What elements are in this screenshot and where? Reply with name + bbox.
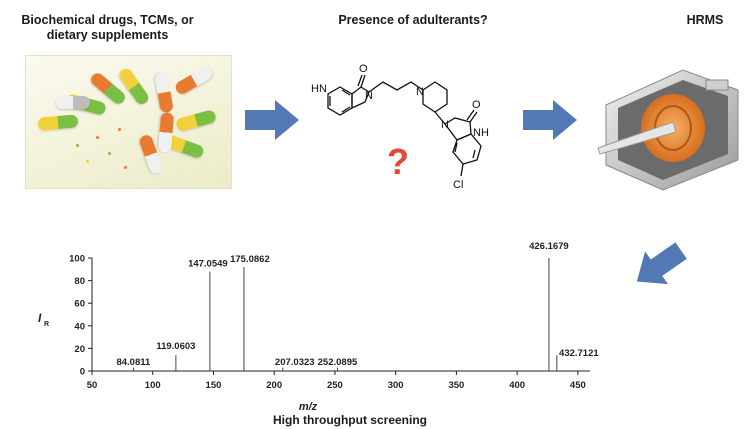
right-arrow-icon xyxy=(523,100,577,140)
atom-label: N xyxy=(441,119,449,131)
y-tick-label: 60 xyxy=(74,299,85,310)
x-tick-label: 200 xyxy=(266,380,282,391)
atom-label: N xyxy=(416,86,424,98)
capsule xyxy=(173,64,215,97)
peak-label: 119.0603 xyxy=(156,341,195,352)
question-title: Presence of adulterants? xyxy=(338,13,488,27)
x-tick-label: 350 xyxy=(448,380,464,391)
x-tick-label: 400 xyxy=(509,380,525,391)
peak-label: 147.0549 xyxy=(188,259,228,270)
peak-label: 175.0862 xyxy=(230,254,270,265)
atom-label: N xyxy=(365,90,373,102)
x-tick-label: 300 xyxy=(388,380,404,391)
y-tick-label: 100 xyxy=(69,254,85,265)
y-tick-label: 20 xyxy=(74,344,85,355)
instrument-title: HRMS xyxy=(686,13,724,27)
x-axis-label: m/z xyxy=(299,401,318,412)
x-tick-label: 50 xyxy=(87,380,98,391)
sources-title: Biochemical drugs, TCMs, or dietary supp… xyxy=(21,13,194,42)
down-left-arrow-icon xyxy=(630,240,688,292)
molecule-structure: HN O N N N O NH Cl ? xyxy=(305,42,540,212)
y-tick-label: 80 xyxy=(74,276,85,287)
x-tick-label: 100 xyxy=(145,380,161,391)
right-arrow-icon xyxy=(245,100,299,140)
capsule xyxy=(174,109,218,132)
y-tick-label: 0 xyxy=(80,367,85,378)
atom-label: HN xyxy=(311,83,327,95)
pills-photo xyxy=(25,55,232,189)
x-tick-label: 250 xyxy=(327,380,343,391)
atom-label: Cl xyxy=(453,179,463,191)
atom-label: O xyxy=(359,63,368,75)
mass-spectrum-chart: 50 100 150 200 250 300 350 400 450 0 20 40 60 80 100 84… xyxy=(28,240,613,413)
atom-label: O xyxy=(472,99,481,111)
capsule xyxy=(154,71,174,114)
x-tick-label: 450 xyxy=(570,380,586,391)
y-tick-label: 40 xyxy=(74,321,85,332)
svg-text:I: I xyxy=(38,311,42,325)
screening-title: High throughput screening xyxy=(273,413,427,427)
peak-label: 432.7121 xyxy=(559,348,599,359)
hrms-device xyxy=(588,50,748,200)
svg-text:R: R xyxy=(44,321,49,328)
atom-label: NH xyxy=(473,127,489,139)
peak-label: 252.0895 xyxy=(318,357,358,368)
peak-label: 426.1679 xyxy=(529,241,569,252)
capsule xyxy=(56,96,90,109)
peak-label: 207.0323 xyxy=(275,357,315,368)
x-tick-label: 150 xyxy=(206,380,222,391)
capsule xyxy=(37,114,79,131)
question-mark: ? xyxy=(387,141,409,182)
peak-label: 84.0811 xyxy=(116,357,151,368)
y-axis-label: I R xyxy=(38,311,49,328)
